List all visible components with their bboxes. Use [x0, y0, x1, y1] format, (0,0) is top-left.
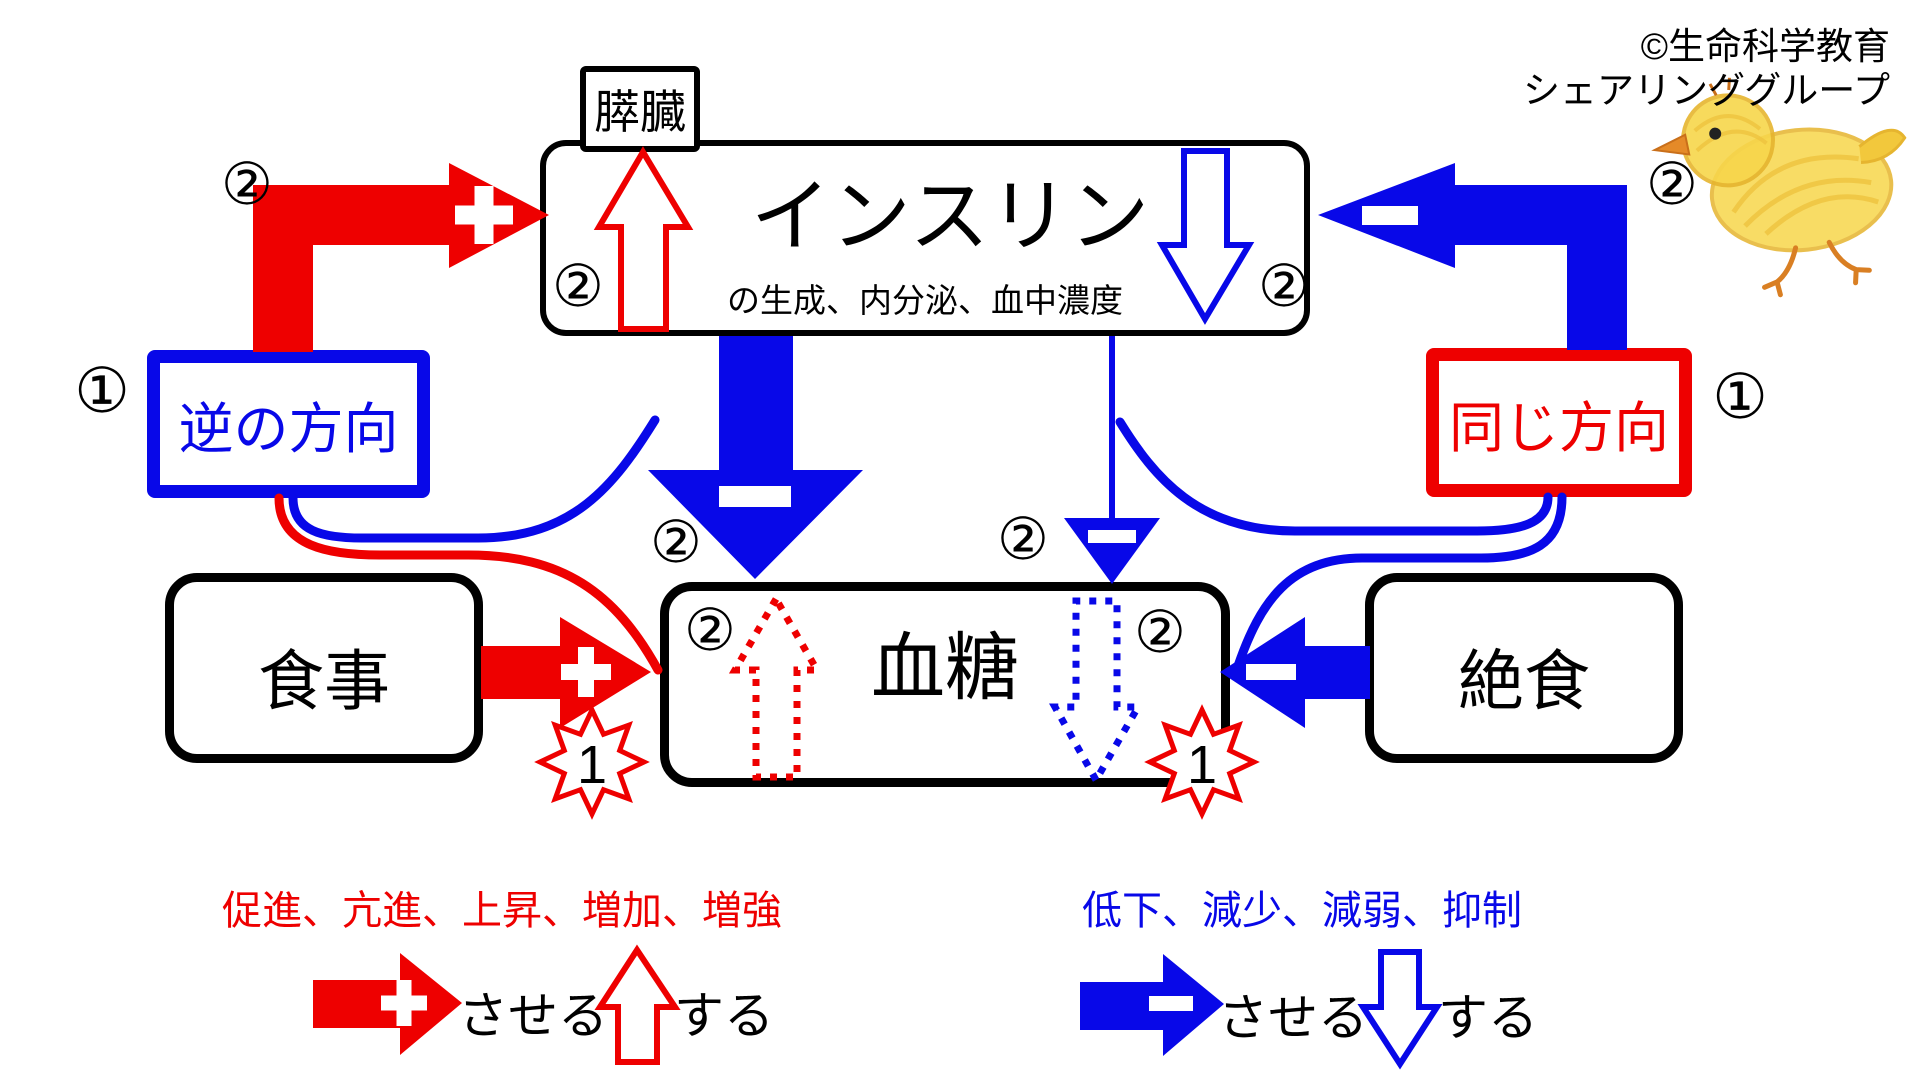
plus-icon [561, 647, 611, 697]
marker-2-insulin-left: ② [552, 254, 604, 319]
marker-1-right: ① [1712, 363, 1768, 432]
meal-box [165, 573, 483, 763]
legend-blue-cause-label: させる [1218, 990, 1368, 1046]
fasting-label: 絶食 [1458, 644, 1590, 718]
plus-icon [455, 186, 513, 244]
marker-2-blood-left: ② [684, 598, 736, 663]
insulin-down-big-arrow [648, 336, 863, 579]
insulin-down-outline-arrow [1156, 148, 1255, 325]
minus-icon [1149, 996, 1193, 1011]
same-direction-box: 同じ方向 [1426, 348, 1692, 497]
same-direction-label: 同じ方向 [1448, 396, 1669, 459]
credit-line-1: ©生命科学教育 [1640, 26, 1890, 67]
chick-icon [1651, 77, 1907, 298]
opposite-to-insulin-curve [288, 415, 660, 543]
opposite-to-blood-sugar-curve [274, 493, 663, 675]
marker-2-top-right: ② [1646, 152, 1698, 217]
marker-1-left: ① [74, 357, 130, 426]
legend-blue-down-arrow [1357, 949, 1443, 1070]
minus-icon [1362, 206, 1418, 225]
credit-line-2: シェアリンググループ [1522, 70, 1890, 111]
starburst-number-right: 1 [1186, 735, 1218, 795]
legend-blue-do-label: する [1438, 990, 1538, 1046]
legend-red-cause-label: させる [458, 988, 608, 1044]
insulin-up-outline-arrow [593, 146, 694, 332]
pancreas-label: 膵臓 [594, 86, 686, 138]
starburst-number-left: 1 [576, 735, 608, 795]
legend-red-up-arrow [594, 944, 681, 1065]
insulin-subtitle: の生成、内分泌、血中濃度 [727, 282, 1123, 319]
opposite-direction-label: 逆の方向 [178, 398, 399, 460]
same-to-insulin-curve [1115, 417, 1553, 536]
blood-sugar-up-dotted-arrow [728, 592, 824, 781]
marker-2-blood-right: ② [1134, 600, 1186, 665]
same-to-blood-sugar-curve [1233, 492, 1567, 671]
insulin-title: インスリン [750, 172, 1150, 261]
meal-label: 食事 [258, 644, 390, 718]
marker-2-top-left: ② [221, 152, 273, 217]
minus-icon [719, 486, 791, 507]
marker-2-above-blood-left: ② [650, 510, 702, 575]
starburst-right [1144, 704, 1260, 820]
marker-2-above-blood-right: ② [997, 507, 1049, 572]
minus-icon [1246, 664, 1296, 680]
marker-2-insulin-right: ② [1258, 254, 1310, 319]
minus-icon [1088, 530, 1136, 543]
pancreas-box: 膵臓 [580, 66, 700, 152]
starburst-left [534, 704, 650, 820]
opposite-direction-box: 逆の方向 [147, 350, 430, 498]
blood-sugar-label: 血糖 [871, 626, 1019, 709]
plus-icon [381, 980, 427, 1026]
legend-red-do-label: する [674, 988, 774, 1044]
blue-elbow-arrow [1318, 163, 1627, 350]
blood-sugar-down-dotted-arrow [1049, 597, 1145, 788]
fasting-box [1365, 573, 1683, 763]
legend-increase-terms: 促進、亢進、上昇、増加、増強 [222, 889, 782, 933]
legend-decrease-terms: 低下、減少、減弱、抑制 [1082, 889, 1522, 933]
